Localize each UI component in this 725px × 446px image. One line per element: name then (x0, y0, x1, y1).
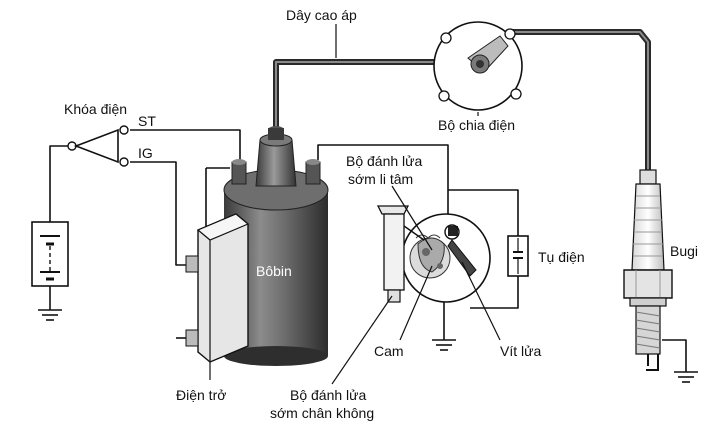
label-spark-plug: Bugi (670, 243, 698, 259)
distributor-ground-symbol (432, 340, 456, 350)
high-voltage-wire-distributor-to-plug (508, 32, 648, 176)
label-capacitor: Tụ điện (538, 249, 585, 265)
spark-plug-ground-symbol (674, 372, 698, 382)
label-terminal-st: ST (138, 113, 156, 129)
label-distributor: Bộ chia điện (438, 117, 515, 133)
label-terminal-ig: IG (138, 145, 153, 161)
label-centrifugal-advance-line1: Bộ đánh lửa (346, 153, 423, 169)
distributor-body (402, 214, 490, 302)
capacitor (508, 236, 528, 276)
label-ignition-switch: Khóa điện (64, 101, 127, 117)
label-high-voltage-wire: Dây cao áp (286, 7, 357, 23)
battery-ground-symbol (38, 310, 62, 320)
label-ignition-coil: Bôbin (256, 263, 292, 279)
ballast-resistor (186, 214, 248, 362)
labels: Dây cao áp Bộ chia điện Khóa điện ST IG … (64, 7, 698, 421)
label-cam: Cam (374, 343, 404, 359)
label-vacuum-advance-line1: Bộ đánh lửa (290, 387, 367, 403)
label-vacuum-advance-line2: sớm chân không (270, 405, 374, 421)
ignition-switch (68, 126, 128, 166)
label-centrifugal-advance-line2: sớm li tâm (348, 171, 413, 187)
distributor-cap (434, 22, 522, 110)
label-resistor: Điện trở (176, 387, 226, 403)
battery (32, 222, 68, 286)
label-contact-points: Vít lửa (500, 343, 541, 359)
